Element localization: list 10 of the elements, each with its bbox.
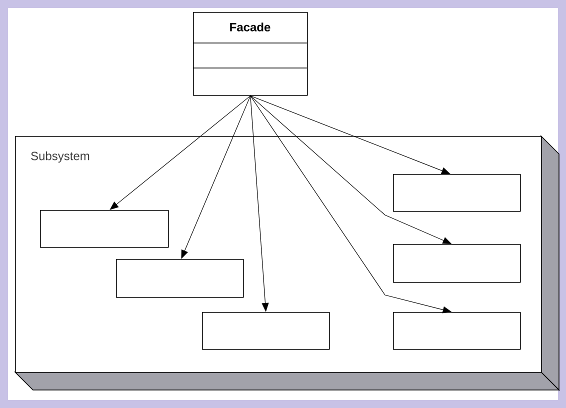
class-box	[116, 259, 244, 298]
class-box	[393, 312, 521, 350]
class-box	[40, 210, 169, 248]
class-box	[393, 174, 521, 212]
class-box	[202, 312, 330, 350]
class-box	[393, 244, 521, 283]
class-box: Facade	[192, 12, 308, 96]
arrow	[181, 96, 251, 259]
arrow	[110, 96, 251, 210]
arrow	[250, 96, 450, 174]
